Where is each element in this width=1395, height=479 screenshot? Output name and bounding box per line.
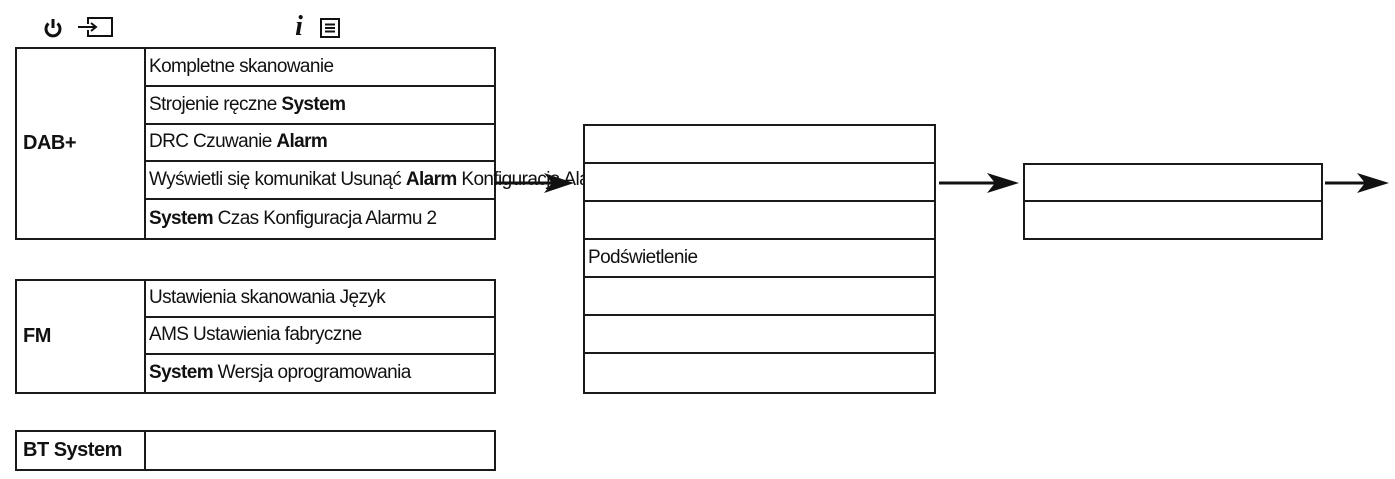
fm-menu-item-text: Ustawienia skanowania Język: [149, 287, 386, 309]
dab-menu-item-text: Strojenie ręczne: [149, 93, 282, 115]
bt-label: BT System: [23, 439, 122, 461]
fm-menu-item: Ustawienia skanowania Język: [146, 281, 494, 318]
fm-separator: [144, 281, 146, 392]
dab-label: DAB+: [23, 132, 77, 154]
submenu-column-2: [1023, 163, 1323, 240]
middle-row: [585, 278, 934, 316]
dab-menu-item-text: Czas Konfiguracja Alarmu 2: [213, 208, 437, 230]
dab-menu-item-text: Alarm: [405, 169, 457, 191]
middle-row: [585, 164, 934, 202]
fm-menu-item: AMS Ustawienia fabryczne: [146, 318, 494, 355]
arrow-continue: [1325, 173, 1389, 193]
fm-menu-item-text: Wersja oprogramowania: [213, 362, 412, 384]
dab-menu-item: DRC Czuwanie Alarm: [146, 125, 494, 163]
dab-menu-item-text: DRC Czuwanie: [149, 131, 277, 153]
dab-menu-item-text: System: [281, 93, 346, 115]
dab-menu-item: Strojenie ręczne System: [146, 87, 494, 125]
bt-group: BT System: [15, 430, 496, 471]
arrow-to-submenu: [494, 173, 574, 193]
middle-row: [585, 316, 934, 354]
right-row: [1025, 165, 1321, 202]
middle-row: Podświetlenie: [585, 240, 934, 278]
middle-row: [585, 202, 934, 240]
bt-separator: [144, 432, 146, 469]
power-icon: [40, 14, 66, 42]
middle-row: [585, 126, 934, 164]
fm-menu-item-text: System: [149, 362, 214, 384]
arrow-to-submenu-2: [939, 173, 1019, 193]
dab-menu-item-text: Kompletne skanowanie: [149, 55, 334, 77]
right-row: [1025, 202, 1321, 239]
fm-label: FM: [23, 325, 51, 347]
submenu-column: Podświetlenie: [583, 124, 936, 394]
fm-menu-item-text: AMS Ustawienia fabryczne: [149, 324, 362, 346]
input-source-icon: [76, 14, 114, 40]
dab-menu-item: Wyświetli się komunikat Usunąć Alarm Kon…: [146, 162, 635, 201]
dab-menu-item-text: Alarm: [276, 131, 328, 153]
dab-menu-item-text: System: [149, 208, 214, 230]
dab-menu-item: System Czas Konfiguracja Alarmu 2: [146, 200, 494, 238]
dab-separator: [144, 49, 146, 238]
middle-row: [585, 354, 934, 392]
fm-menu-item: System Wersja oprogramowania: [146, 355, 494, 392]
dab-menu-item-text: Wyświetli się komunikat Usunąć: [149, 169, 406, 191]
info-icon: i: [295, 11, 303, 42]
menu-icon: [318, 16, 342, 40]
dab-menu-item: Kompletne skanowanie: [146, 49, 494, 87]
